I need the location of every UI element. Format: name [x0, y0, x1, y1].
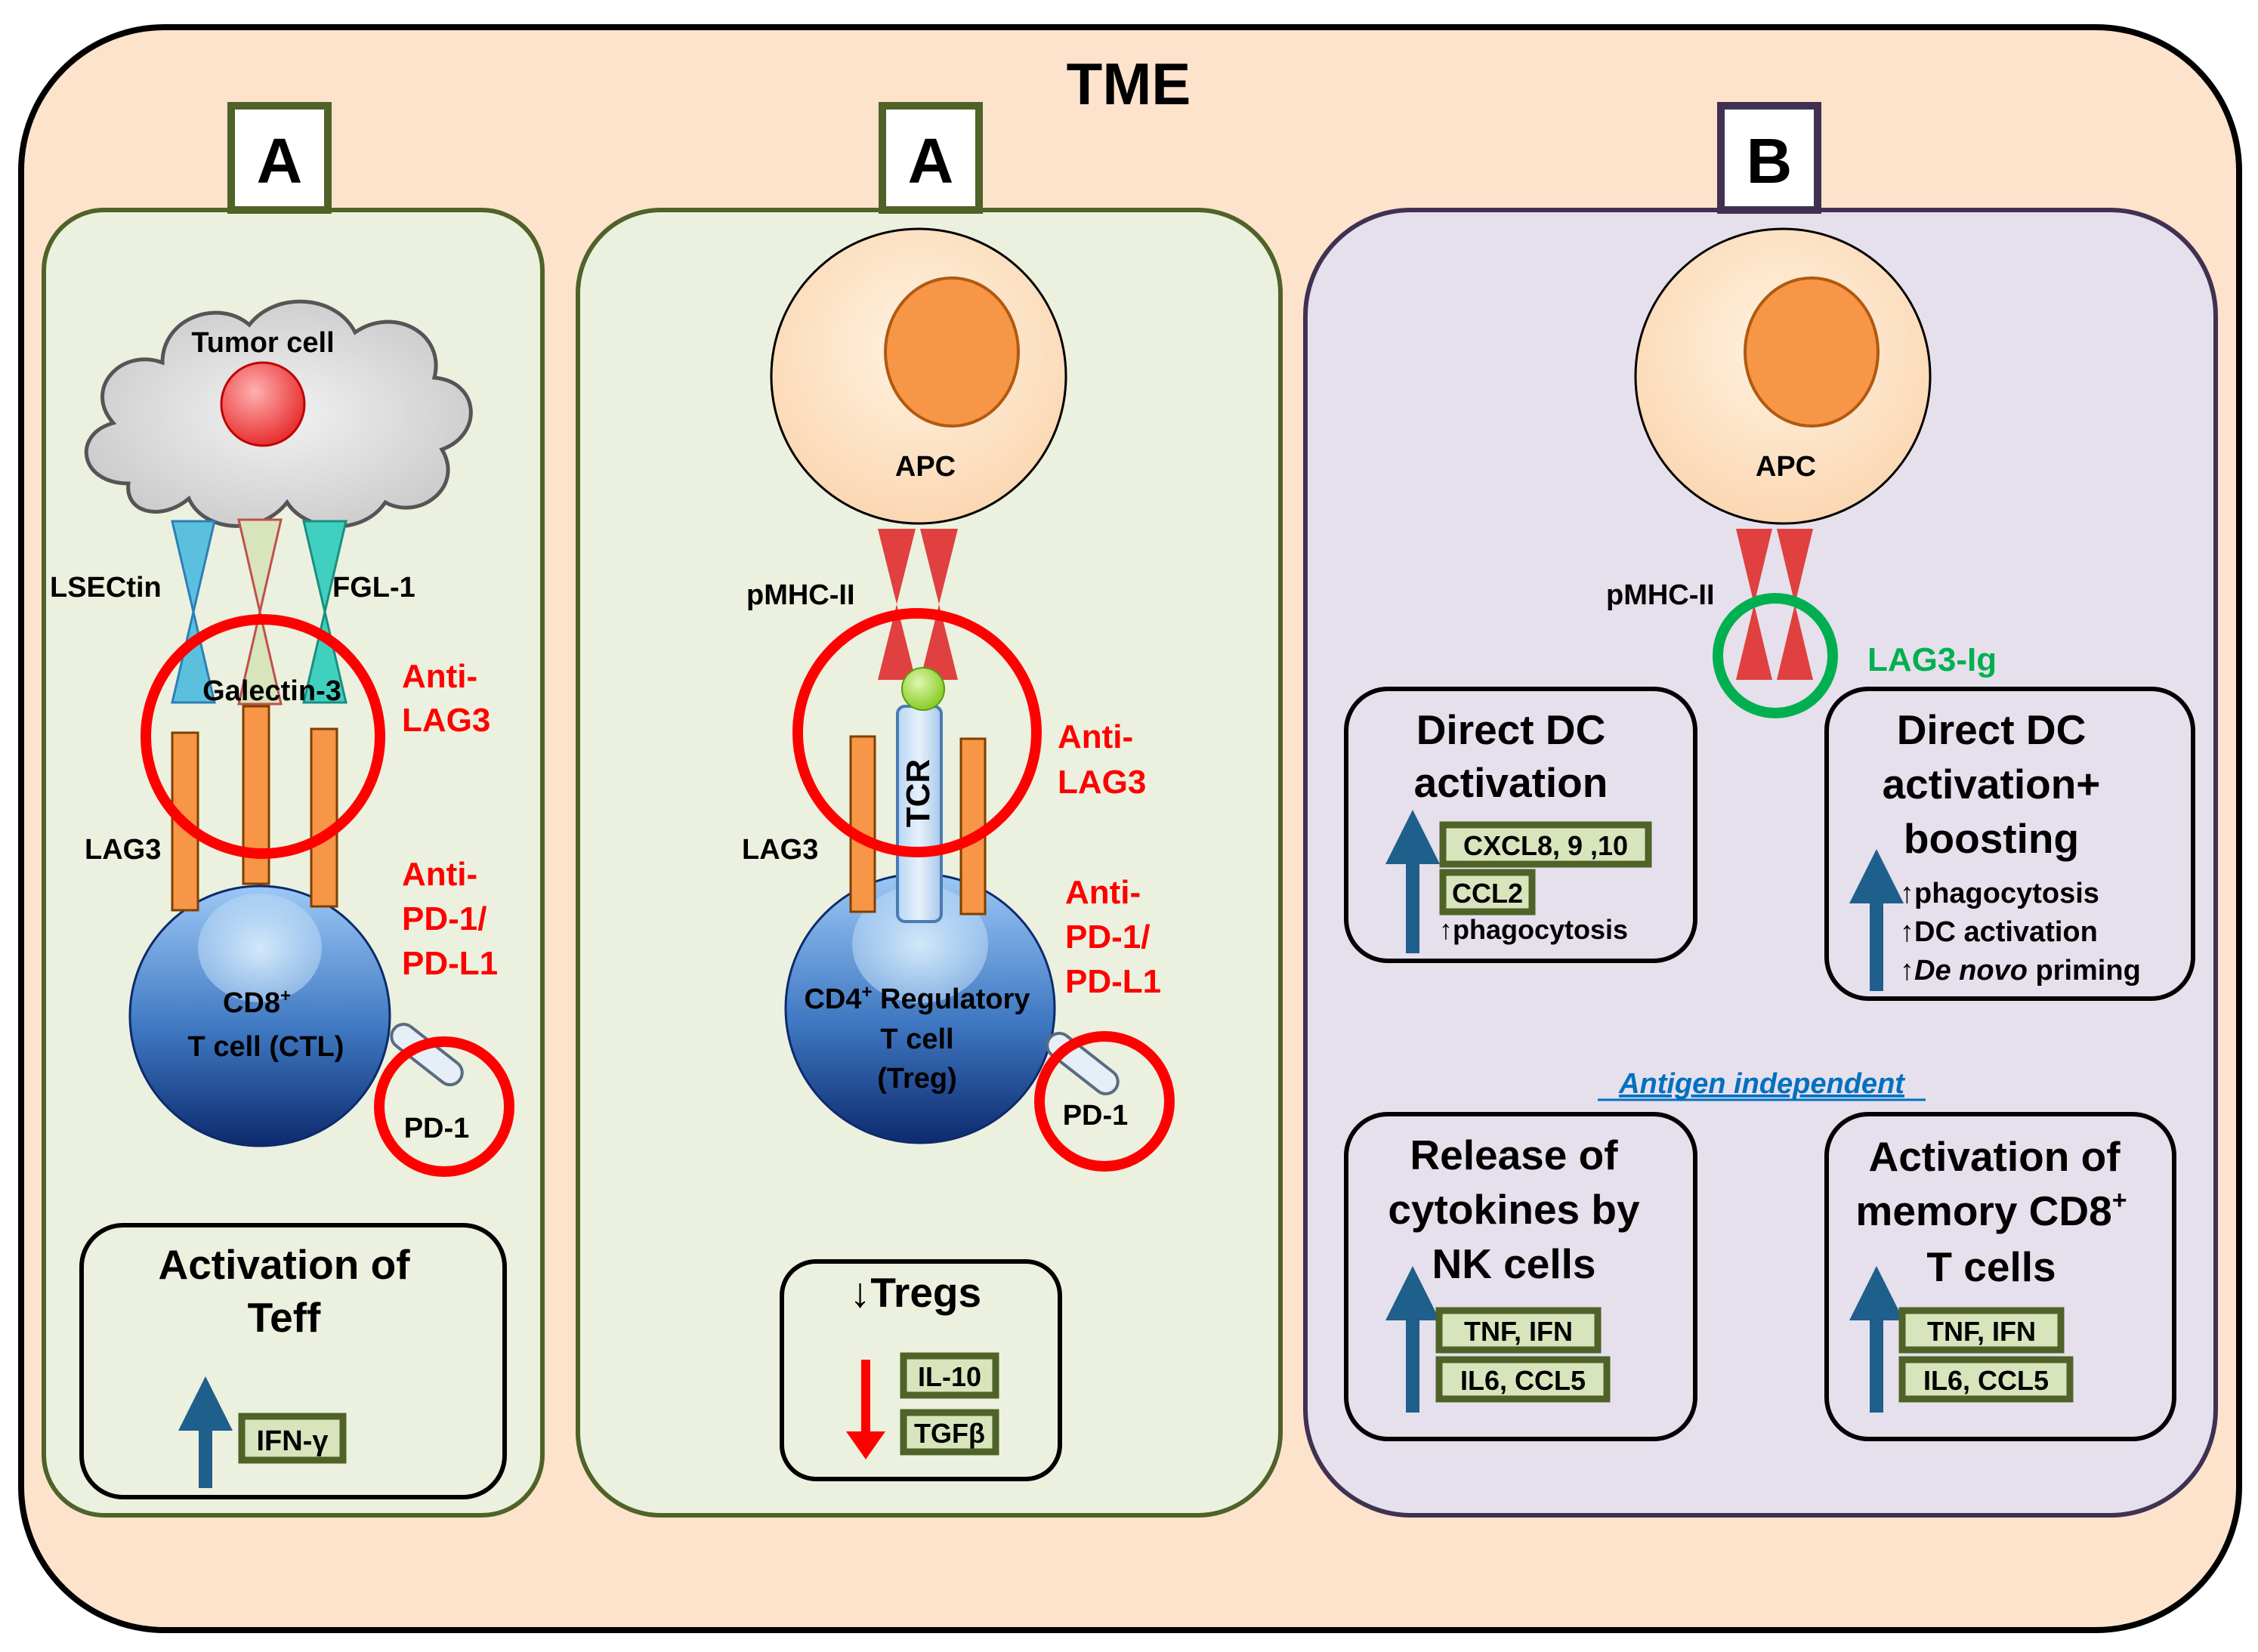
treg-cell-icon: [784, 872, 1056, 1144]
galectin-3-ligand-icon: [237, 518, 283, 706]
anti-lag3-label-line1: Anti-: [1058, 718, 1133, 755]
memory-cd8-title-line1: Activation of: [1868, 1133, 2121, 1180]
lag3-label: LAG3: [85, 834, 161, 866]
il6-ccl5-marker: IL6, CCL5: [1460, 1365, 1586, 1396]
direct-dc-activation-title-line1: Direct DC: [1416, 706, 1606, 753]
panel-right-label-box: [1717, 102, 1821, 214]
cd8-cell-label-line2: T cell (CTL): [188, 1031, 344, 1063]
apc-label: APC: [895, 451, 956, 483]
il6-ccl5-marker: IL6, CCL5: [1923, 1365, 2049, 1396]
lag3-ig-circle: [1713, 593, 1838, 718]
teff-effect-title-line2: Teff: [248, 1294, 321, 1341]
anti-pd1-label-line3: PD-L1: [1065, 963, 1161, 1000]
lag3-receptor-icon: [959, 737, 987, 916]
lag3-ig-label: LAG3-Ig: [1867, 641, 1997, 678]
pmhc-ii-label: pMHC-II: [1606, 579, 1715, 611]
cxcl-marker-box: [1439, 821, 1652, 868]
lag3-label: LAG3: [742, 834, 818, 866]
boost-item-de-novo-priming: ↑De novo priming: [1900, 955, 2141, 987]
tcr-label: TCR: [900, 759, 937, 827]
ccl2-marker-box: [1439, 869, 1536, 916]
memory-cd8-title-line3: T cells: [1926, 1243, 2056, 1290]
anti-pd1-label-line2: PD-1/: [402, 900, 487, 937]
anti-lag3-circle: [141, 614, 385, 859]
treg-cell-label-line2: T cell: [880, 1024, 953, 1055]
ifn-gamma-marker-box: [238, 1413, 347, 1464]
teff-effect-title-line1: Activation of: [158, 1241, 410, 1288]
dc-boosting-title-line3: boosting: [1904, 815, 2079, 862]
anti-pd1-label-line1: Anti-: [1065, 874, 1141, 911]
phagocytosis-note: ↑phagocytosis: [1439, 914, 1628, 945]
dc-boosting-box: [1824, 687, 2195, 1001]
pmhc-ii-icon: [878, 529, 958, 680]
tnf-ifn-marker: TNF, IFN: [1464, 1316, 1573, 1347]
dc-boosting-title-line2: activation+: [1883, 761, 2101, 807]
panel-left-label-box: [227, 102, 332, 214]
tnf-ifn-marker-box: [1898, 1307, 2065, 1354]
pd-1-label: PD-1: [404, 1113, 470, 1144]
treg-cell-label-line1: CD4+ Regulatory: [804, 982, 1030, 1015]
il6-ccl5-marker-box: [1435, 1356, 1611, 1403]
cd8-cell-label-line1: CD8+: [223, 986, 291, 1019]
anti-lag3-circle: [792, 608, 1042, 857]
il-10-marker: IL-10: [918, 1361, 981, 1392]
il-10-marker-box: [900, 1352, 999, 1399]
panel-middle-label-box: [879, 102, 983, 214]
dc-boosting-title-line1: Direct DC: [1897, 706, 2087, 753]
anti-pd1-label-line3: PD-L1: [402, 945, 498, 982]
memory-cd8-title-line2: memory CD8+: [1855, 1186, 2127, 1234]
fgl-1-label: FGL-1: [332, 572, 415, 604]
lag3-receptor-icon: [310, 727, 338, 908]
panel-middle-label: A: [908, 125, 954, 196]
anti-pd1-circle: [374, 1036, 514, 1177]
anti-pd1-circle: [1034, 1031, 1175, 1172]
tgfb-marker: TGFβ: [914, 1418, 985, 1449]
lsectin-ligand-icon: [171, 520, 216, 704]
tumor-cell-icon: [84, 299, 473, 529]
tumor-cell-label: Tumor cell: [191, 327, 334, 359]
panel-right-label: B: [1747, 125, 1793, 196]
pd-1-label: PD-1: [1063, 1100, 1129, 1132]
boost-item-phagocytosis: ↑phagocytosis: [1900, 878, 2099, 909]
tnf-ifn-marker: TNF, IFN: [1927, 1316, 2036, 1347]
panel-left-label: A: [257, 125, 303, 196]
nk-cytokines-title-line2: cytokines by: [1388, 1186, 1640, 1233]
lsectin-label: LSECtin: [50, 572, 162, 604]
anti-pd1-label-line2: PD-1/: [1065, 919, 1150, 956]
cd8-t-cell-icon: [128, 885, 391, 1147]
galectin-3-label: Galectin-3: [202, 675, 341, 707]
boost-item-dc-activation: ↑DC activation: [1900, 916, 2098, 948]
anti-pd1-label-line1: Anti-: [402, 856, 477, 893]
cxcl-marker: CXCL8, 9 ,10: [1463, 830, 1628, 861]
apc-cell-icon: [770, 227, 1067, 525]
pmhc-ii-label: pMHC-II: [746, 579, 855, 611]
tregs-effect-title: ↓Tregs: [850, 1269, 981, 1316]
treg-cell-label-line3: (Treg): [877, 1063, 957, 1095]
anti-lag3-label-line2: LAG3: [402, 702, 490, 739]
il6-ccl5-marker-box: [1898, 1356, 2074, 1403]
anti-lag3-label-line1: Anti-: [402, 658, 477, 695]
lag3-receptor-icon: [849, 735, 876, 913]
down-arrow-icon: [846, 1360, 885, 1459]
nk-cytokines-title-line3: NK cells: [1432, 1240, 1595, 1287]
apc-cell-icon: [1634, 227, 1932, 525]
ccl2-marker: CCL2: [1452, 878, 1523, 909]
anti-lag3-label-line2: LAG3: [1058, 764, 1146, 801]
pmhc-ii-icon: [1736, 529, 1813, 680]
direct-dc-activation-title-line2: activation: [1414, 759, 1608, 806]
tgfb-marker-box: [900, 1409, 999, 1456]
antigen-independent-label: Antigen independent: [1618, 1068, 1905, 1100]
peptide-icon: [901, 667, 945, 711]
apc-label: APC: [1756, 451, 1816, 483]
fgl-1-ligand-icon: [302, 520, 348, 704]
tnf-ifn-marker-box: [1435, 1307, 1602, 1354]
tme-title: TME: [1067, 51, 1191, 117]
ifn-gamma-marker: IFN-γ: [257, 1425, 329, 1457]
nk-cytokines-title-line1: Release of: [1410, 1132, 1618, 1178]
